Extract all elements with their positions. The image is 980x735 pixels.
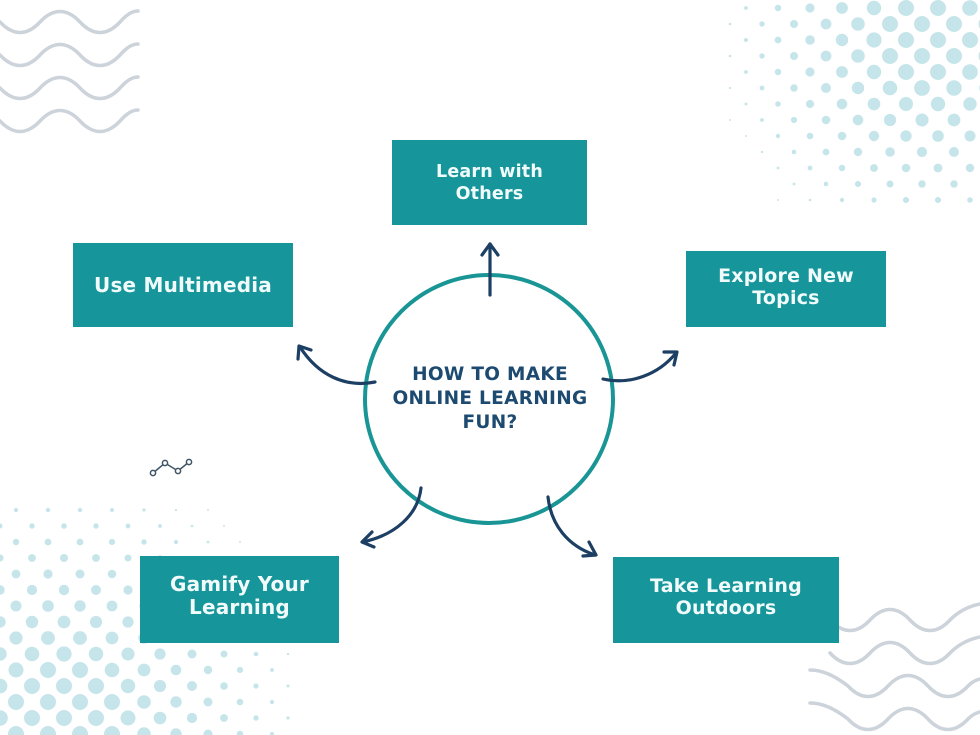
halftone-dots-icon bbox=[728, 0, 980, 203]
node-learn-with-others: Learn with Others bbox=[392, 140, 587, 225]
node-take-learning-outdoors: Take Learning Outdoors bbox=[613, 557, 839, 643]
node-label: Outdoors bbox=[675, 597, 777, 619]
node-gamify-your-learning: Gamify Your Learning bbox=[140, 556, 339, 643]
arrow-right-icon bbox=[601, 350, 679, 383]
wave-lines-icon bbox=[0, 9, 140, 134]
node-label: Take Learning bbox=[650, 575, 802, 597]
node-label: Use Multimedia bbox=[94, 273, 272, 297]
center-title-line: ONLINE LEARNING bbox=[392, 388, 588, 409]
line-chart-icon bbox=[149, 458, 193, 477]
arrow-down-left-icon bbox=[360, 486, 423, 549]
node-label: Topics bbox=[752, 287, 820, 309]
arrow-left-icon bbox=[296, 344, 377, 385]
node-use-multimedia: Use Multimedia bbox=[73, 243, 293, 327]
node-label: Learn with Others bbox=[436, 161, 543, 204]
center-title-line: FUN? bbox=[462, 412, 518, 433]
node-explore-new-topics: Explore New Topics bbox=[686, 251, 886, 327]
arrow-down-right-icon bbox=[546, 495, 598, 558]
wave-lines-icon bbox=[808, 602, 980, 732]
arrow-up-icon bbox=[480, 242, 500, 297]
center-title: HOW TO MAKE ONLINE LEARNING FUN? bbox=[380, 363, 600, 435]
node-label: Gamify Your bbox=[170, 572, 309, 596]
node-label: Explore New bbox=[718, 265, 854, 287]
center-title-line: HOW TO MAKE bbox=[412, 364, 568, 385]
node-label: Learning bbox=[189, 595, 290, 619]
